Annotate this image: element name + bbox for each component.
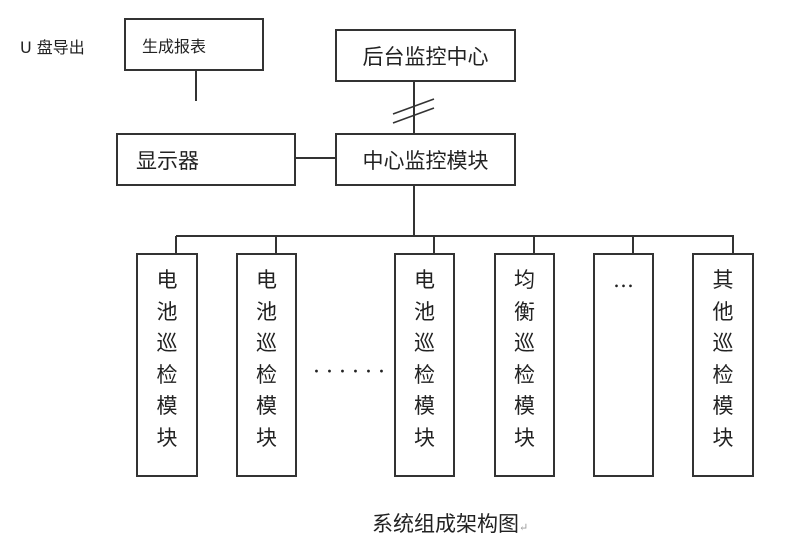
module-char: 检	[414, 362, 435, 387]
central-monitor-box: 中心监控模块	[335, 133, 516, 186]
central-monitor-label: 中心监控模块	[362, 148, 489, 173]
usb-export-label: U 盘导出	[20, 38, 85, 57]
module-char: 均	[514, 268, 535, 292]
module-char: 块	[156, 425, 178, 450]
module-box-5: …	[593, 253, 654, 477]
module-char: 电	[414, 268, 435, 292]
module-char: 巡	[514, 331, 535, 355]
report-box: 生成报表	[124, 18, 264, 71]
module-char: 模	[712, 394, 734, 418]
backend-monitor-label: 后台监控中心	[362, 44, 489, 69]
module-label-3: 电 池 巡 检 模 块	[396, 265, 453, 454]
display-box: 显示器	[116, 133, 296, 186]
module-char: 其	[712, 268, 734, 292]
display-label: 显示器	[136, 148, 199, 173]
module-char: 巡	[156, 331, 178, 355]
module-char: 块	[514, 425, 535, 450]
module-char: 衡	[514, 299, 535, 324]
module-box-1: 电 池 巡 检 模 块	[136, 253, 198, 477]
break-slash-2	[392, 107, 435, 124]
module-char: 块	[414, 425, 435, 450]
module-char: 模	[414, 394, 435, 418]
module-label-5: …	[595, 265, 652, 297]
module-char: 电	[156, 268, 178, 292]
module-char: 模	[256, 394, 277, 418]
module-char: 他	[712, 299, 734, 324]
backend-monitor-box: 后台监控中心	[335, 29, 516, 82]
module-char: 巡	[712, 331, 734, 355]
module-box-4: 均 衡 巡 检 模 块	[494, 253, 555, 477]
module-box-6: 其 他 巡 检 模 块	[692, 253, 754, 477]
break-slash-1	[392, 98, 435, 115]
more-modules-ellipsis: ······	[313, 360, 391, 385]
module-char: 池	[256, 299, 277, 324]
module-label-6: 其 他 巡 检 模 块	[694, 265, 752, 454]
module-box-3: 电 池 巡 检 模 块	[394, 253, 455, 477]
module-char: 池	[156, 299, 178, 324]
module-label-2: 电 池 巡 检 模 块	[238, 265, 295, 454]
figure-caption-text: 系统组成架构图	[372, 512, 519, 536]
module-char: 模	[156, 394, 178, 418]
module-box-2: 电 池 巡 检 模 块	[236, 253, 297, 477]
figure-caption: 系统组成架构图↵	[372, 508, 528, 538]
module-label-4: 均 衡 巡 检 模 块	[496, 265, 553, 454]
module-char: 检	[256, 362, 277, 387]
module-char: 模	[514, 394, 535, 418]
report-box-label: 生成报表	[142, 36, 207, 56]
module-char: 巡	[414, 331, 435, 355]
module-char: 检	[514, 362, 535, 387]
paragraph-mark-icon: ↵	[519, 521, 529, 534]
module-char: 块	[712, 425, 734, 450]
module-label-1: 电 池 巡 检 模 块	[138, 265, 196, 454]
module-char: 巡	[256, 331, 277, 355]
module-char: 块	[256, 425, 277, 450]
module-char: 电	[256, 268, 277, 292]
module-char: 池	[414, 299, 435, 324]
module-char: …	[613, 268, 634, 292]
module-char: 检	[712, 362, 734, 387]
module-char: 检	[156, 362, 178, 387]
